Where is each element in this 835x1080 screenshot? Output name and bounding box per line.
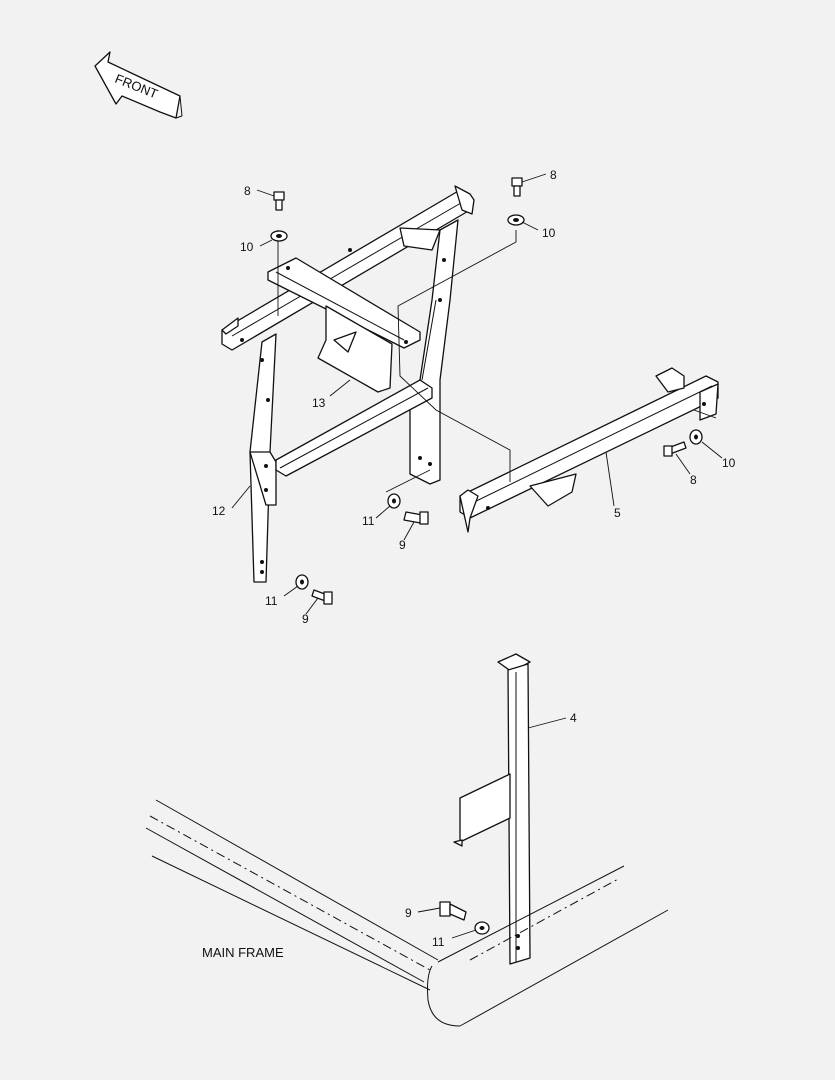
callout-10-top-left: 10 xyxy=(240,240,254,254)
callout-8-rail: 8 xyxy=(690,473,697,487)
callout-5: 5 xyxy=(614,506,621,520)
vertical-support-part-4 xyxy=(453,653,531,965)
callout-4: 4 xyxy=(570,711,577,725)
callout-13: 13 xyxy=(312,396,326,410)
washer-11-bottom xyxy=(474,921,490,935)
washer-10-top-left xyxy=(270,230,288,242)
washer-10-rail xyxy=(689,429,703,445)
front-arrow: FRONT xyxy=(94,51,183,119)
washer-11-center xyxy=(387,493,401,509)
main-frame-outline: MAIN FRAME xyxy=(145,799,669,1027)
callout-8-top-right: 8 xyxy=(550,168,557,182)
callout-11-bottom: 11 xyxy=(432,935,445,949)
washer-10-top-right xyxy=(507,214,525,226)
callout-8-top-left: 8 xyxy=(244,184,251,198)
callout-9-left: 9 xyxy=(302,612,309,626)
callout-leaders xyxy=(231,173,723,939)
callout-numbers: 8 10 8 10 13 12 11 9 11 9 5 10 8 4 9 11 xyxy=(212,168,736,949)
bolt-8-top-left xyxy=(273,191,285,211)
washer-11-left xyxy=(295,574,309,590)
bolt-8-top-right xyxy=(511,177,523,197)
routing-lines xyxy=(277,230,717,493)
callout-11-center: 11 xyxy=(362,514,375,528)
bolt-9-left xyxy=(311,589,333,605)
callout-12: 12 xyxy=(212,504,226,518)
bolt-9-bottom xyxy=(439,901,467,921)
callout-11-left: 11 xyxy=(265,594,278,608)
callout-9-center: 9 xyxy=(399,538,406,552)
bolt-9-center xyxy=(403,511,429,525)
bolt-8-rail xyxy=(663,441,687,457)
mount-bracket-part-13 xyxy=(267,257,421,393)
callout-10-rail: 10 xyxy=(722,456,736,470)
callout-10-top-right: 10 xyxy=(542,226,556,240)
callout-9-bottom: 9 xyxy=(405,906,412,920)
rail-part-5 xyxy=(459,367,719,533)
support-frame-part-12 xyxy=(221,185,475,583)
main-frame-label: MAIN FRAME xyxy=(202,945,284,960)
